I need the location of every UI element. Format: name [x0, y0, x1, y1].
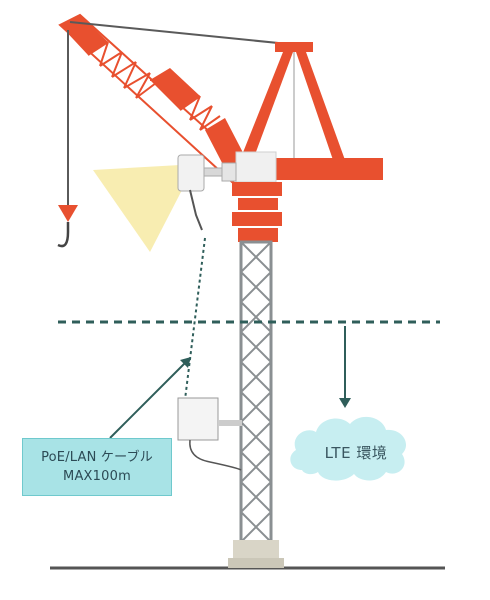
slewing-unit — [232, 182, 282, 242]
camera-unit-icon — [177, 154, 237, 192]
lte-environment-label: LTE 環境 — [324, 443, 388, 462]
router-box-icon — [177, 397, 242, 471]
jib-tie-cable — [69, 21, 299, 46]
cable-label-line1: PoE/LAN ケーブル — [41, 450, 153, 465]
label-pointer-arrow — [109, 357, 191, 439]
down-arrow-icon — [339, 326, 351, 408]
camera-cable — [189, 189, 203, 231]
crane-jib — [58, 13, 254, 184]
light-beam — [93, 165, 182, 252]
cable-label-line2: MAX100m — [63, 469, 131, 484]
crane-mast — [228, 240, 284, 568]
crane-top-frame — [240, 42, 383, 180]
crane-cab — [235, 151, 277, 183]
cable-spec-label: PoE/LAN ケーブル MAX100m — [22, 438, 172, 496]
hook-icon — [57, 205, 78, 248]
cloud-icon — [290, 416, 407, 481]
